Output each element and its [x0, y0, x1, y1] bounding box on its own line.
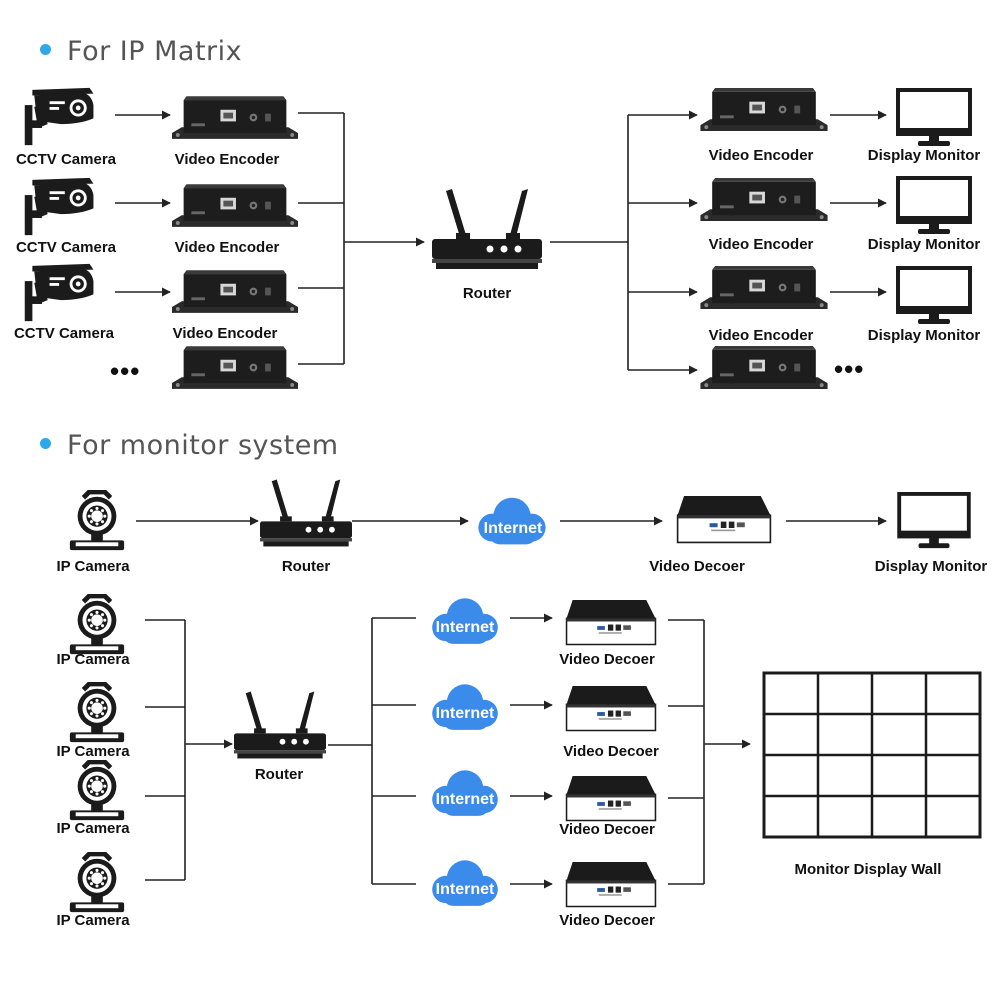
- video-decoder-label: Video Decoer: [559, 821, 655, 838]
- video-decoder-icon: [565, 776, 657, 822]
- ip-camera-label: IP Camera: [56, 912, 130, 929]
- video-encoder-label: Video Encoder: [708, 236, 814, 253]
- video-encoder-label: Video Encoder: [174, 239, 280, 256]
- video-decoder-label: Video Decoer: [649, 558, 745, 575]
- bus-lines: [668, 619, 705, 885]
- router-icon: [234, 691, 326, 759]
- section-title-text: For IP Matrix: [67, 36, 243, 67]
- monitor-system-diagram: [70, 479, 982, 913]
- more-indicator: •••: [110, 356, 141, 386]
- cctv-camera-icon: [24, 177, 94, 236]
- video-encoder-label: Video Encoder: [708, 327, 814, 344]
- ip-camera-icon: [70, 596, 124, 654]
- ip-camera-icon: [70, 854, 124, 912]
- monitor-display-wall-label: Monitor Display Wall: [794, 861, 942, 878]
- internet-label: Internet: [483, 520, 543, 537]
- section-title-monitor-system: For monitor system: [40, 430, 339, 461]
- bus-lines: [298, 112, 345, 365]
- cctv-camera-label: CCTV Camera: [15, 151, 117, 168]
- ip-camera-icon: [70, 492, 124, 550]
- ip-camera-icon: [70, 684, 124, 742]
- video-encoder-icon: [700, 178, 828, 222]
- ip-matrix-diagram: [24, 87, 972, 390]
- ip-camera-icon: [70, 762, 124, 820]
- video-encoder-icon: [172, 184, 298, 227]
- display-monitor-label: Display Monitor: [867, 327, 981, 344]
- display-wall-icon: [762, 671, 982, 839]
- display-monitor-icon: [897, 492, 971, 550]
- video-decoder-label: Video Decoer: [563, 743, 659, 760]
- internet-label: Internet: [435, 619, 495, 636]
- internet-label: Internet: [435, 791, 495, 808]
- section-title-text: For monitor system: [67, 430, 339, 461]
- section-title-ip-matrix: For IP Matrix: [40, 36, 242, 67]
- router-icon: [260, 479, 352, 547]
- video-encoder-icon: [172, 346, 298, 389]
- bullet-dot: [40, 438, 51, 449]
- display-monitor-label: Display Monitor: [867, 147, 981, 164]
- router-icon: [432, 189, 542, 269]
- ip-camera-label: IP Camera: [56, 651, 130, 668]
- cctv-camera-label: CCTV Camera: [15, 239, 117, 256]
- video-decoder-icon: [565, 862, 657, 908]
- video-encoder-label: Video Encoder: [174, 151, 280, 168]
- video-encoder-icon: [700, 266, 828, 310]
- video-decoder-icon: [676, 496, 772, 544]
- ip-camera-label: IP Camera: [56, 820, 130, 837]
- video-encoder-icon: [700, 346, 828, 390]
- video-encoder-icon: [172, 270, 298, 313]
- bus-lines: [328, 617, 416, 885]
- display-monitor-icon: [896, 266, 972, 326]
- bullet-dot: [40, 44, 51, 55]
- bus-lines: [145, 619, 186, 881]
- router-label: Router: [254, 766, 304, 783]
- internet-label: Internet: [435, 705, 495, 722]
- more-indicator: •••: [834, 354, 865, 384]
- router-label: Router: [462, 285, 512, 302]
- display-monitor-label: Display Monitor: [867, 236, 981, 253]
- display-monitor-icon: [896, 88, 972, 148]
- display-monitor-icon: [896, 176, 972, 236]
- video-decoder-label: Video Decoer: [559, 912, 655, 929]
- internet-label: Internet: [435, 881, 495, 898]
- cctv-camera-label: CCTV Camera: [13, 325, 115, 342]
- cctv-camera-icon: [24, 263, 94, 322]
- cctv-camera-icon: [24, 87, 94, 146]
- ip-camera-label: IP Camera: [56, 558, 130, 575]
- display-monitor-label: Display Monitor: [874, 558, 988, 575]
- router-label: Router: [281, 558, 331, 575]
- video-decoder-label: Video Decoer: [559, 651, 655, 668]
- ip-camera-label: IP Camera: [56, 743, 130, 760]
- video-encoder-icon: [700, 88, 828, 132]
- video-decoder-icon: [565, 600, 657, 646]
- video-encoder-label: Video Encoder: [172, 325, 278, 342]
- video-encoder-label: Video Encoder: [708, 147, 814, 164]
- video-encoder-icon: [172, 96, 298, 139]
- video-decoder-icon: [565, 686, 657, 732]
